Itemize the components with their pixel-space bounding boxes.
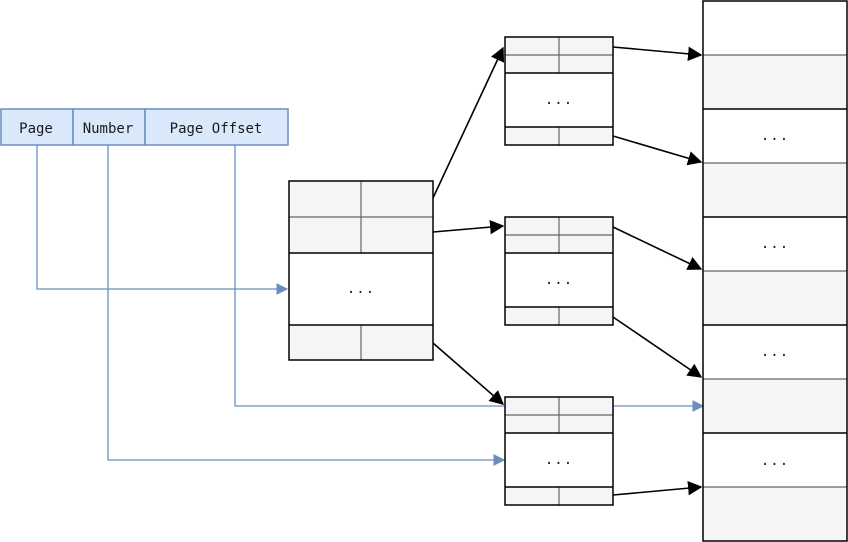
frame-0-fill bbox=[703, 55, 847, 109]
frame-4-fill bbox=[703, 487, 847, 541]
second-level-bottom-ellipsis: ... bbox=[545, 452, 573, 468]
frame-2-fill bbox=[703, 271, 847, 325]
first-level-to-top-arrow bbox=[432, 46, 505, 199]
frame-4-ellipsis: ... bbox=[761, 453, 789, 469]
frame-3-fill bbox=[703, 379, 847, 433]
frame-3-ellipsis: ... bbox=[761, 344, 789, 360]
first-level-to-bottom-arrow bbox=[432, 342, 505, 405]
top-table-to-frame-arrow-2 bbox=[612, 135, 703, 166]
middle-table-to-frame-arrow-2 bbox=[612, 316, 703, 378]
first-level-page-table: ... bbox=[288, 180, 434, 361]
address-field-page-offset bbox=[144, 108, 289, 146]
frame-1-fill bbox=[703, 163, 847, 217]
first-level-ellipsis: ... bbox=[347, 281, 375, 297]
second-level-middle-ellipsis: ... bbox=[545, 272, 573, 288]
physical-memory: ... ... ... ... bbox=[702, 0, 848, 542]
top-table-to-frame-arrow-1 bbox=[612, 46, 703, 61]
address-field-page bbox=[0, 108, 74, 146]
page-index-arrow bbox=[36, 145, 289, 295]
middle-table-to-frame-arrow-1 bbox=[612, 226, 703, 270]
address-field-label-page: Page bbox=[19, 121, 53, 137]
second-level-page-table-top: ... bbox=[504, 36, 614, 146]
frame-2-ellipsis: ... bbox=[761, 236, 789, 252]
second-level-page-table-bottom: ... bbox=[504, 396, 614, 506]
second-level-page-table-middle: ... bbox=[504, 216, 614, 326]
first-level-to-middle-arrow bbox=[432, 219, 505, 235]
address-field-label-number: Number bbox=[83, 121, 134, 137]
bottom-table-to-frame-arrow bbox=[612, 481, 703, 496]
virtual-address: Page Number Page Offset bbox=[0, 108, 289, 146]
address-field-number bbox=[72, 108, 146, 146]
address-field-label-page-offset: Page Offset bbox=[170, 121, 263, 137]
frame-1-ellipsis: ... bbox=[761, 128, 789, 144]
second-level-top-ellipsis: ... bbox=[545, 92, 573, 108]
number-index-arrow bbox=[107, 145, 506, 466]
